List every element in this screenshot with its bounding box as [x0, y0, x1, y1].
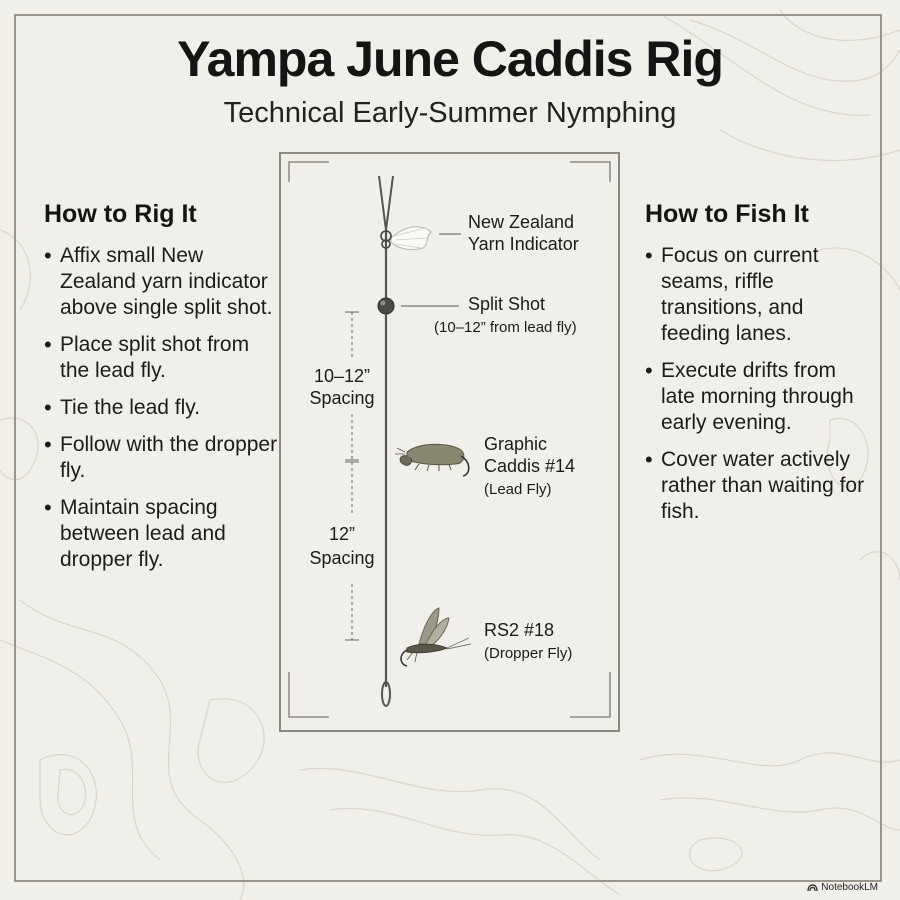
- page-title: Yampa June Caddis Rig: [177, 31, 724, 87]
- branding: NotebookLM: [807, 882, 878, 893]
- lower-spacing-label-line2: Spacing: [309, 548, 374, 568]
- rig-diagram: New Zealand Yarn Indicator Split Shot (1…: [288, 161, 611, 718]
- leader-top-loop: [378, 175, 394, 231]
- rig-item: Maintain spacing between lead and droppe…: [44, 495, 282, 573]
- dropper-fly-label-line1: RS2 #18: [484, 620, 554, 640]
- page-subtitle: Technical Early-Summer Nymphing: [223, 97, 677, 129]
- lead-fly-label-line2: Caddis #14: [484, 456, 575, 476]
- yarn-indicator-icon: [380, 226, 432, 251]
- outer-frame: [14, 14, 882, 882]
- caddis-fly-icon: [395, 443, 470, 477]
- lead-fly-label-line1: Graphic: [484, 434, 547, 454]
- upper-spacing-label-line2: Spacing: [309, 388, 374, 408]
- split-shot-icon: [377, 297, 395, 315]
- indicator-label-line1: New Zealand: [468, 212, 574, 232]
- corner-brackets: [288, 161, 611, 718]
- lead-fly-label-line3: (Lead Fly): [484, 481, 552, 498]
- notebooklm-icon: [807, 883, 818, 891]
- fish-item: Focus on current seams, riffle transitio…: [645, 243, 875, 347]
- upper-spacing-dimension: [345, 311, 359, 461]
- upper-spacing-label-line1: 10–12”: [314, 366, 370, 386]
- lower-spacing-dimension: [345, 461, 359, 641]
- rig-instructions: How to Rig It Affix small New Zealand ya…: [44, 200, 282, 584]
- fishing-instructions: How to Fish It Focus on current seams, r…: [645, 200, 875, 536]
- split-shot-label-line1: Split Shot: [468, 294, 545, 314]
- fish-item: Execute drifts from late morning through…: [645, 358, 875, 436]
- rig-item: Place split shot from the lead fly.: [44, 332, 282, 384]
- rig-list: Affix small New Zealand yarn indicator a…: [44, 243, 282, 573]
- dropper-fly-label-line2: (Dropper Fly): [484, 645, 572, 662]
- fish-item: Cover water actively rather than waiting…: [645, 447, 875, 525]
- rig-item: Tie the lead fly.: [44, 395, 282, 421]
- rig-item: Follow with the dropper fly.: [44, 432, 282, 484]
- indicator-label-line2: Yarn Indicator: [468, 234, 579, 254]
- tippet-loop: [381, 681, 391, 707]
- rig-item: Affix small New Zealand yarn indicator a…: [44, 243, 282, 321]
- rig-heading: How to Rig It: [44, 200, 197, 228]
- lower-spacing-label-line1: 12”: [329, 524, 355, 544]
- split-shot-highlight: [380, 300, 386, 306]
- diagram-panel: [279, 152, 620, 732]
- split-shot-label-line2: (10–12” from lead fly): [434, 319, 577, 336]
- rs2-fly-icon: [400, 607, 472, 667]
- fish-heading: How to Fish It: [645, 200, 809, 228]
- fish-list: Focus on current seams, riffle transitio…: [645, 243, 875, 525]
- brand-label: NotebookLM: [821, 882, 878, 893]
